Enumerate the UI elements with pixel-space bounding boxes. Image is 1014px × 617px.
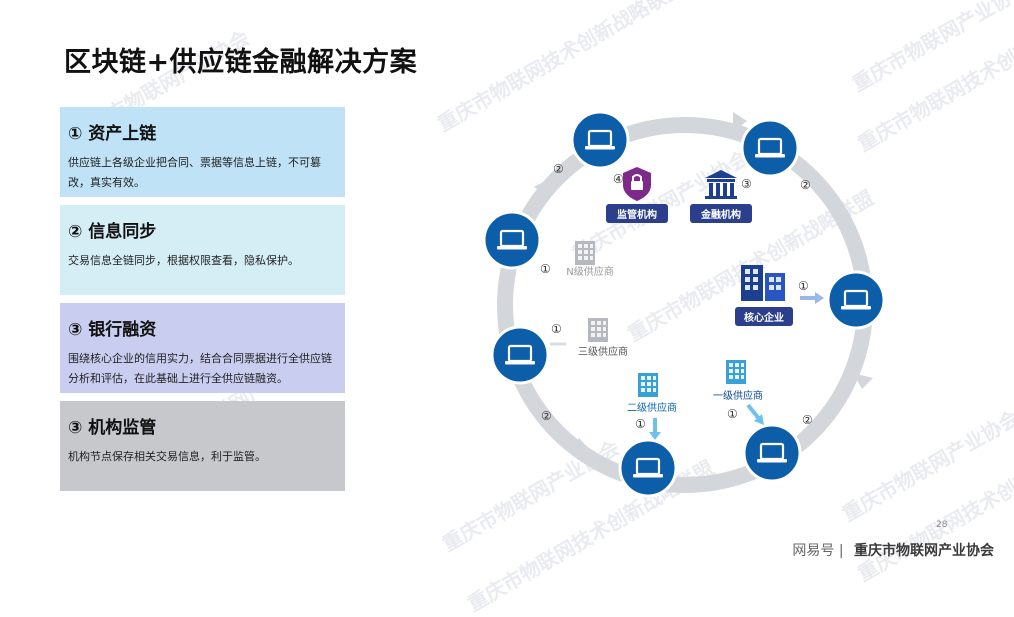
regulator-label: 监管机构 [617, 208, 657, 221]
footer-separator: | [838, 543, 844, 559]
node-top-right [740, 118, 800, 178]
tier2-building-icon [638, 373, 658, 397]
step-number: ③ [741, 177, 752, 191]
ring-arrowhead [571, 438, 590, 455]
regulator-label-box [606, 204, 668, 223]
node-left-upper [482, 210, 542, 270]
step-number: ① [540, 262, 551, 276]
card-description: 交易信息全链同步，根据权限查看，隐私保护。 [68, 254, 299, 267]
n-supplier-label: N级供应商 [566, 265, 613, 278]
step-number: ② [802, 413, 813, 427]
core-label-box [735, 307, 793, 326]
step-number: ② [800, 178, 811, 192]
page-number: 28 [936, 520, 948, 530]
node-left-lower [490, 325, 550, 385]
info-card-regulation: ③ 机构监管 机构节点保存相关交易信息，利于监管。 [60, 401, 345, 491]
info-card-asset-onchain: ① 资产上链 供应链上各级企业把合同、票据等信息上链，不可篡改，真实有效。 [60, 107, 345, 197]
ring-arrowhead [733, 112, 747, 132]
tier1-building-icon [726, 360, 746, 384]
tier3-building-icon [588, 318, 608, 342]
ring-arrowhead [853, 373, 873, 389]
arrowhead [754, 414, 764, 425]
card-heading: ② 信息同步 [68, 222, 157, 242]
tier1-label: 一级供应商 [713, 389, 763, 402]
arrowhead [649, 432, 661, 440]
node-bottom-left [618, 438, 678, 498]
info-card-info-sync: ② 信息同步 交易信息全链同步，根据权限查看，隐私保护。 [60, 205, 345, 295]
tier3-label: 三级供应商 [578, 345, 628, 358]
step-number: ④ [613, 172, 624, 186]
card-description: 机构节点保存相关交易信息，利于监管。 [68, 450, 266, 463]
supply-chain-diagram: 监管机构 ④ 金融机构 ③ 核心企业 ① N级供应商 ① 三级供应商 ① [482, 110, 886, 498]
node-bottom-right [742, 423, 802, 483]
step-number: ② [541, 409, 552, 423]
finance-label-box [690, 204, 752, 223]
n-supplier-building-icon [575, 241, 595, 265]
card-description: 供应链上各级企业把合同、票据等信息上链，不可篡改，真实有效。 [68, 156, 321, 189]
card-heading: ③ 机构监管 [68, 418, 157, 438]
tier2-label: 二级供应商 [627, 401, 677, 414]
step-number: ② [553, 162, 564, 176]
footer: 网易号 | 重庆市物联网产业协会 [792, 540, 994, 560]
footer-source: 网易号 [792, 543, 835, 559]
page-title: 区块链+供应链金融解决方案 [64, 47, 418, 78]
step-number: ① [727, 407, 738, 421]
arrowhead [815, 292, 824, 304]
bank-icon [705, 170, 737, 199]
card-heading: ③ 银行融资 [68, 320, 157, 340]
footer-brand: 重庆市物联网产业协会 [854, 543, 994, 559]
node-top-left [570, 110, 630, 170]
card-heading: ① 资产上链 [68, 124, 157, 144]
core-enterprise-building-icon [741, 265, 785, 301]
step-number: ① [551, 322, 562, 336]
ring-arrowhead [534, 180, 551, 198]
step-number: ① [798, 279, 809, 293]
step-number: ① [635, 417, 646, 431]
info-card-bank-financing: ③ 银行融资 围绕核心企业的信用实力，结合合同票据进行全供应链分析和评估，在此基… [60, 303, 345, 393]
finance-label: 金融机构 [700, 208, 741, 221]
core-label: 核心企业 [744, 311, 784, 324]
regulator-shield-icon [623, 167, 651, 201]
card-description: 围绕核心企业的信用实力，结合合同票据进行全供应链分析和评估，在此基础上进行全供应… [68, 352, 332, 385]
node-right [826, 270, 886, 330]
